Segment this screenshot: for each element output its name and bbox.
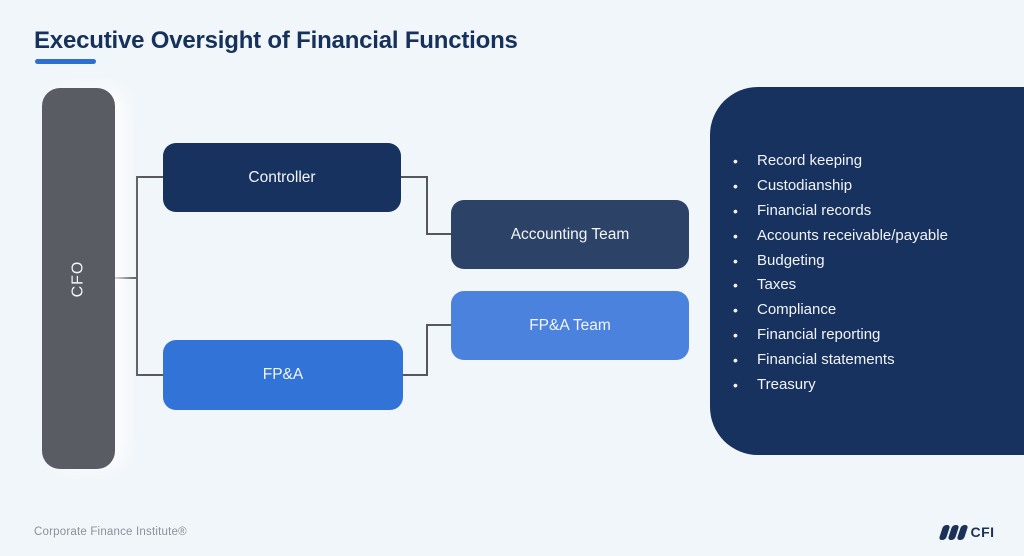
function-list-item: Financial records bbox=[733, 199, 948, 224]
connector-fpa-stub bbox=[403, 374, 427, 376]
connector-right-vertical-top bbox=[426, 176, 428, 235]
connector-to-fpa-team bbox=[428, 324, 451, 326]
function-list-item: Budgeting bbox=[733, 249, 948, 274]
cfi-triple-bar-icon bbox=[938, 524, 968, 540]
org-box-controller: Controller bbox=[163, 143, 401, 212]
function-list-item: Financial reporting bbox=[733, 323, 948, 348]
functions-list: Record keeping Custodianship Financial r… bbox=[733, 149, 948, 398]
connector-cfo-stub bbox=[115, 277, 137, 279]
connector-to-controller bbox=[138, 176, 163, 178]
org-box-accounting-team: Accounting Team bbox=[451, 200, 689, 269]
page-title: Executive Oversight of Financial Functio… bbox=[34, 27, 518, 54]
fpa-label: FP&A bbox=[262, 366, 304, 383]
org-box-fpa: FP&A bbox=[163, 340, 403, 410]
connector-left-vertical bbox=[136, 176, 138, 376]
function-list-item: Treasury bbox=[733, 373, 948, 398]
connector-right-vertical-bottom bbox=[426, 324, 428, 376]
connector-to-accounting bbox=[428, 233, 451, 235]
cfo-label: CFO bbox=[69, 260, 87, 297]
function-list-item: Custodianship bbox=[733, 174, 948, 199]
accounting-team-label: Accounting Team bbox=[510, 225, 630, 243]
fpa-team-label: FP&A Team bbox=[529, 316, 611, 334]
title-accent-underline bbox=[35, 59, 96, 64]
attribution-text: Corporate Finance Institute® bbox=[34, 526, 187, 538]
controller-label: Controller bbox=[248, 168, 316, 186]
function-list-item: Compliance bbox=[733, 298, 948, 323]
function-list-item: Taxes bbox=[733, 273, 948, 298]
function-list-item: Financial statements bbox=[733, 348, 948, 373]
cfi-logo: CFI bbox=[938, 524, 995, 540]
cfi-logo-text: CFI bbox=[970, 524, 995, 540]
function-list-item: Record keeping bbox=[733, 149, 948, 174]
org-box-fpa-team: FP&A Team bbox=[451, 291, 689, 360]
function-list-item: Accounts receivable/payable bbox=[733, 224, 948, 249]
functions-panel: Record keeping Custodianship Financial r… bbox=[710, 87, 1024, 455]
connector-to-fpa bbox=[138, 374, 163, 376]
org-box-cfo: CFO bbox=[42, 88, 115, 469]
connector-controller-stub bbox=[401, 176, 427, 178]
